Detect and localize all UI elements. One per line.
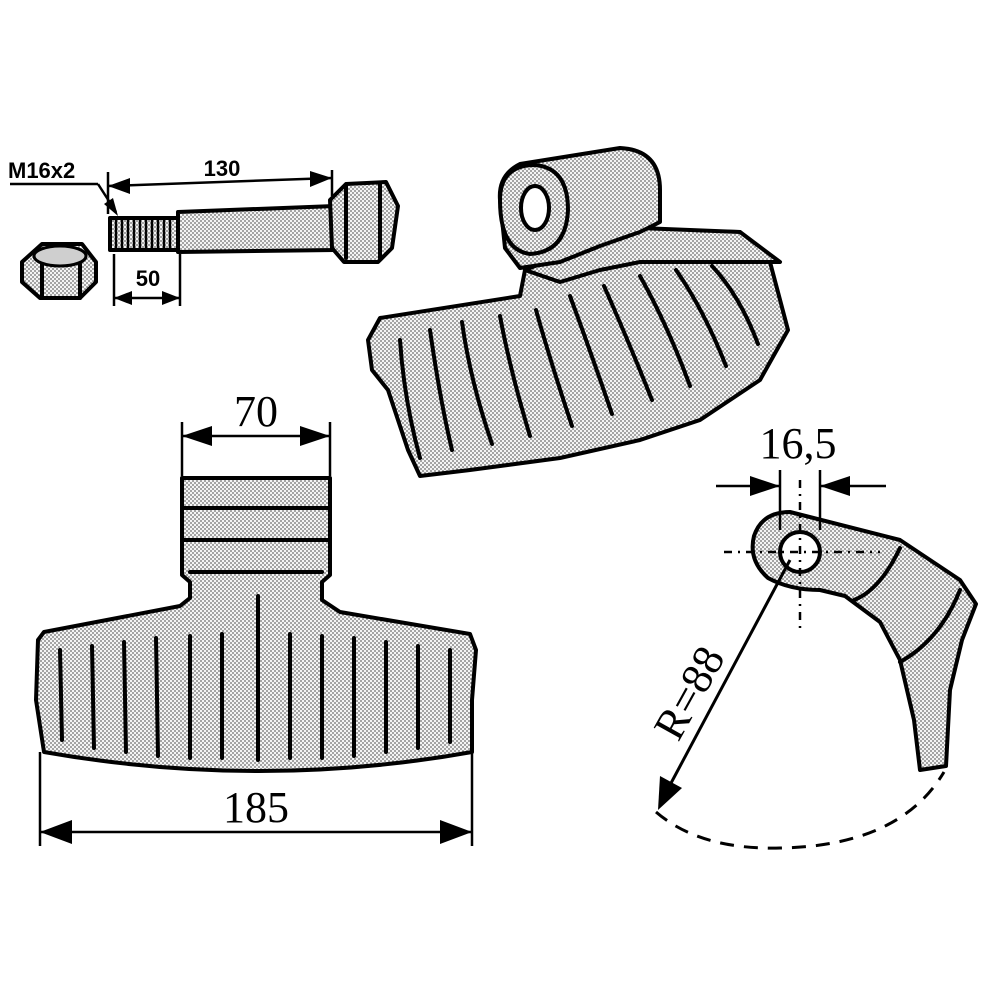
- lock-nut: [20, 242, 98, 300]
- neck-width-dimension: 70: [180, 387, 332, 476]
- neck-width-label: 70: [234, 387, 278, 436]
- bolt-thread-label: M16x2: [8, 158, 75, 183]
- radius-label: R=88: [644, 638, 734, 748]
- hole-label: 16,5: [760, 419, 837, 468]
- flail-perspective-view: [366, 146, 790, 478]
- flail-side-view: [724, 480, 978, 772]
- bolt-thread: [114, 220, 172, 248]
- thread-length-label: 50: [136, 266, 160, 291]
- bolt-thread-label-group: M16x2: [8, 158, 118, 216]
- flail-front-view: [34, 476, 478, 773]
- bolt-length-dimension: 130: [106, 156, 334, 214]
- thread-length-dimension: 50: [112, 254, 182, 306]
- blade-width-dimension: 185: [38, 752, 474, 846]
- blade-width-label: 185: [223, 783, 289, 832]
- hole-dimension: 16,5: [716, 419, 886, 530]
- bolt-length-label: 130: [204, 156, 241, 181]
- hex-bolt: [108, 180, 400, 264]
